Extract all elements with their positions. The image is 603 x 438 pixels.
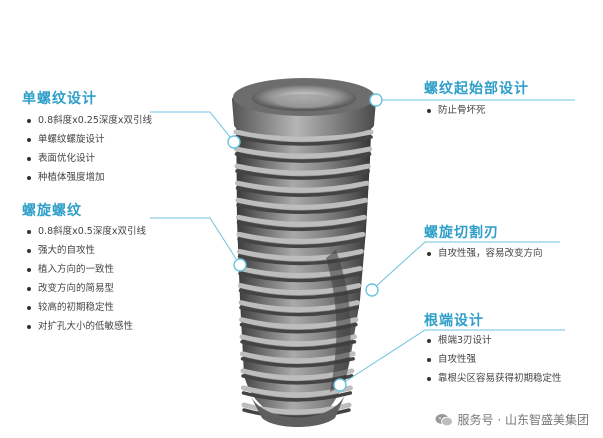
spiral-thread-bullet: 0.8斜度x0.5深度x双引线 [26,222,146,241]
thread-start-title: 螺纹起始部设计 [424,81,529,97]
cutting-edge-title: 螺旋切割刃 [424,225,499,241]
single-thread-bullet: 0.8斜度x0.25深度x双引线 [26,111,152,130]
callout-line-apex [339,329,565,386]
spiral-thread-bullet: 植入方向的一致性 [26,260,146,279]
thread-groove [241,391,353,402]
thread-ridge [235,180,370,193]
apex-bullet: 自攻性强 [426,350,562,369]
spiral-thread-bullet: 对扩孔大小的低敏感性 [26,317,146,336]
callout-marker-apex [333,378,347,392]
apex-bullet: 根端3刃设计 [426,331,562,350]
thread-ridge [237,248,364,261]
thread-ridge [237,266,363,278]
thread-groove [236,203,368,214]
watermark-text: 服务号 · 山东智盛美集团 [457,413,589,427]
cutting-edge-bullets: 自攻性强，容易改变方向 [426,244,543,263]
thread-groove [236,220,366,232]
callout-marker-thread-start [369,93,383,107]
apex-bullets: 根端3刃设计 自攻性强 靠根尖区容易获得初期稳定性 [426,331,562,388]
spiral-thread-bullet: 强大的自攻性 [26,241,146,260]
thread-ridge [236,214,367,227]
callout-line-single-thread [150,111,235,143]
thread-groove [237,237,365,249]
single-thread-bullet: 表面优化设计 [26,149,152,168]
apex-title: 根端设计 [424,313,484,329]
thread-groove [234,152,372,163]
single-thread-bullet: 单螺纹螺旋设计 [26,130,152,149]
single-thread-title: 单螺纹设计 [22,91,97,107]
callout-line-cutting-edge [371,241,560,291]
thread-start-bullets: 防止骨坏死 [426,101,486,120]
thread-ridge [235,197,368,210]
spiral-thread-bullet: 改变方向的简易型 [26,279,146,298]
wechat-icon [435,413,453,426]
thread-groove [242,408,351,419]
implant-apex [250,395,345,427]
thread-groove [235,186,369,197]
callout-marker-single-thread [227,135,241,149]
watermark: 服务号 · 山东智盛美集团 [435,411,589,428]
spiral-thread-title: 螺旋螺纹 [22,203,82,219]
thread-ridge [236,231,366,244]
thread-groove [237,254,364,266]
thread-groove [235,169,370,180]
cutting-flute [326,250,351,392]
callout-marker-spiral-thread [233,258,247,272]
thread-ridge [234,146,373,159]
thread-groove [238,271,362,283]
thread-ridge [233,129,374,142]
apex-bullet: 靠根尖区容易获得初期稳定性 [426,369,562,388]
spiral-thread-bullets: 0.8斜度x0.5深度x双引线 强大的自攻性 植入方向的一致性 改变方向的简易型… [26,222,146,336]
thread-ridge [234,163,371,176]
callout-marker-cutting-edge [365,283,379,297]
thread-start-bullet: 防止骨坏死 [426,101,486,120]
spiral-thread-bullet: 较高的初期稳定性 [26,298,146,317]
single-thread-bullets: 0.8斜度x0.25深度x双引线 单螺纹螺旋设计 表面优化设计 种植体强度增加 [26,111,152,187]
single-thread-bullet: 种植体强度增加 [26,168,152,187]
cutting-edge-bullet: 自攻性强，容易改变方向 [426,244,543,263]
callout-line-spiral-thread [150,217,241,266]
thread-groove [234,135,373,146]
